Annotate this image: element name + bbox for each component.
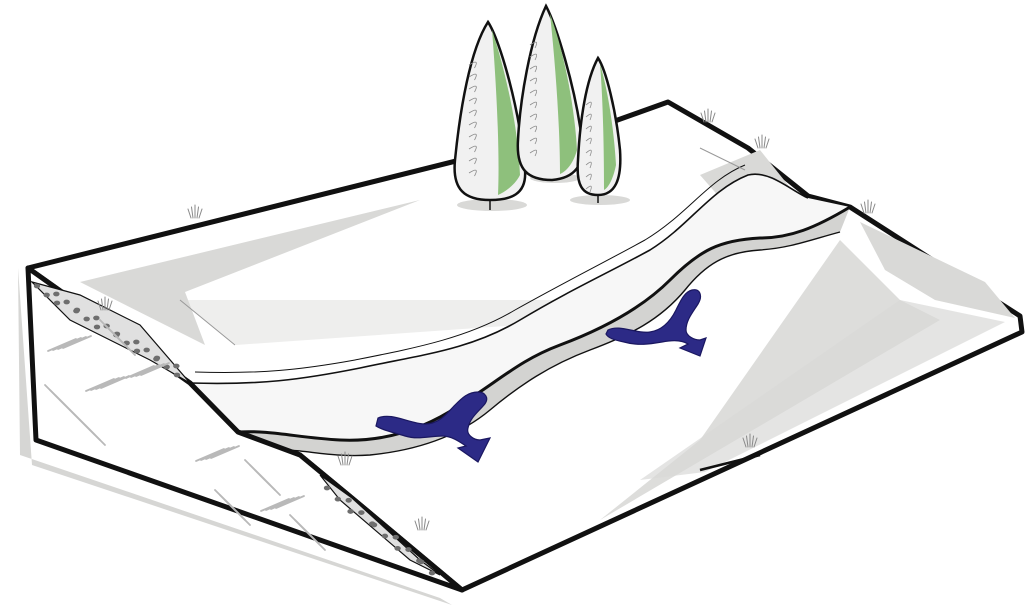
tree-icon <box>455 22 526 210</box>
grass-blade <box>199 209 202 218</box>
gravel-dot <box>418 559 424 564</box>
grass-blade <box>197 207 199 218</box>
tree-group <box>455 6 630 211</box>
gravel-dot <box>173 364 179 369</box>
grass-blade <box>865 202 867 213</box>
gravel-dot <box>324 486 330 491</box>
gravel-dot <box>371 523 377 528</box>
gravel-dot <box>394 546 400 551</box>
grass-blade <box>192 207 194 218</box>
gravel-dot <box>429 571 435 576</box>
gravel-dot <box>74 308 80 313</box>
gravel-dot <box>393 535 399 540</box>
gravel-dot <box>83 317 89 322</box>
gravel-dot <box>43 293 49 298</box>
gravel-dot <box>174 373 180 378</box>
gravel-dot <box>34 284 40 289</box>
grass-blade <box>710 111 712 122</box>
gravel-dot <box>358 510 364 515</box>
gravel-dot <box>63 300 69 305</box>
gravel-dot <box>405 547 411 552</box>
grass-blade <box>872 204 875 213</box>
gravel-dot <box>382 534 388 539</box>
gravel-dot <box>53 292 59 297</box>
gravel-dot <box>134 349 140 354</box>
grass-blade <box>766 139 769 148</box>
grass-blade <box>870 202 872 213</box>
gravel-dot <box>93 316 99 321</box>
tree-icon <box>518 6 583 180</box>
gravel-dot <box>335 497 341 502</box>
gravel-dot <box>154 356 160 361</box>
gravel-dot <box>94 325 100 330</box>
grass-blade <box>712 113 715 122</box>
gravel-dot <box>133 340 139 345</box>
gravel-dot <box>345 498 351 503</box>
grass-blade <box>764 137 766 148</box>
gravel-dot <box>143 348 149 353</box>
grass-blade <box>188 209 191 218</box>
grass-blade <box>759 137 761 148</box>
gravel-dot <box>347 509 353 514</box>
gravel-dot <box>54 301 60 306</box>
tree-icon <box>578 58 621 203</box>
grass-blade <box>755 139 758 148</box>
